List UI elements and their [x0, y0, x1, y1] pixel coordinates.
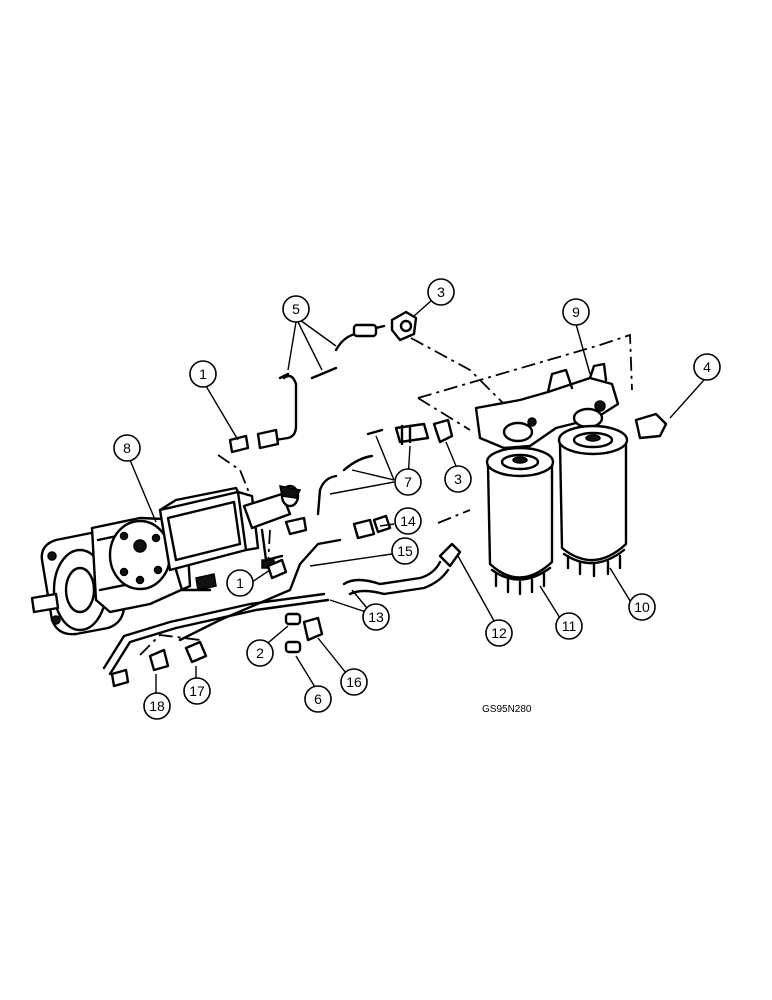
callout-label: 16: [346, 674, 362, 690]
callout-7: 7: [394, 468, 422, 496]
callout-label: 14: [400, 513, 416, 529]
callout-1-upper: 1: [189, 360, 217, 388]
callout-label: 18: [149, 698, 165, 714]
callout-label: 6: [314, 691, 322, 707]
filter-head: [474, 362, 668, 450]
callout-label: 1: [199, 366, 207, 382]
fuel-lines-upper: [228, 310, 418, 454]
callout-label: 11: [562, 618, 577, 634]
callout-label: 7: [404, 474, 412, 490]
callout-4: 4: [693, 353, 721, 381]
filter-11: [485, 446, 555, 596]
callout-12: 12: [485, 619, 513, 647]
callout-label: 12: [491, 625, 507, 641]
callout-label: 2: [256, 645, 264, 661]
drawing-reference-code: GS95N280: [482, 704, 532, 715]
callout-3-lower: 3: [444, 465, 472, 493]
callout-13: 13: [362, 603, 390, 631]
callout-11: 11: [555, 612, 583, 640]
callout-9: 9: [562, 298, 590, 326]
assembly-guide-lines: [139, 333, 633, 656]
callout-16: 16: [340, 668, 368, 696]
callout-label: 1: [236, 575, 244, 591]
callout-14: 14: [394, 507, 422, 535]
callout-2: 2: [246, 639, 274, 667]
callout-label: 3: [454, 471, 462, 487]
callout-label: 17: [189, 683, 205, 699]
callout-1-lower: 1: [226, 569, 254, 597]
callout-5: 5: [282, 295, 310, 323]
callout-15: 15: [391, 537, 419, 565]
filter-10: [557, 424, 629, 578]
callout-label: 15: [397, 543, 413, 559]
callout-10: 10: [628, 593, 656, 621]
callout-18: 18: [143, 692, 171, 720]
callout-label: 9: [572, 304, 580, 320]
callout-label: 3: [437, 284, 445, 300]
callout-label: 4: [703, 359, 711, 375]
injection-pump: [30, 484, 302, 636]
callout-8: 8: [113, 434, 141, 462]
callout-label: 10: [634, 599, 650, 615]
callout-3-upper: 3: [427, 278, 455, 306]
callout-17: 17: [183, 677, 211, 705]
callout-label: 13: [368, 609, 384, 625]
leader-lines: [129, 299, 705, 700]
callout-label: 5: [292, 301, 300, 317]
callout-6: 6: [304, 685, 332, 713]
fuel-lines-middle: [284, 418, 454, 540]
fuel-hoses-lower: [102, 514, 462, 688]
callout-label: 8: [123, 440, 131, 456]
